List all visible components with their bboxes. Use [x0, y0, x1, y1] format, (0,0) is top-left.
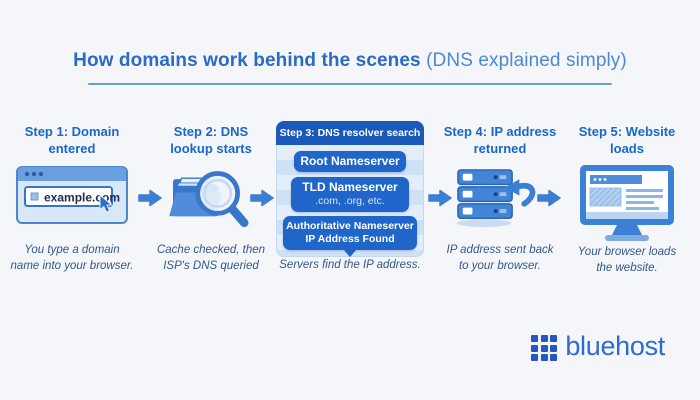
arrow-right-icon: [250, 188, 274, 213]
step-4-ip-returned: Step 4: IP address returned: [441, 124, 559, 294]
return-arrow-icon: [503, 176, 539, 217]
server-stack-icon: [455, 168, 517, 233]
title-underline: [88, 83, 612, 85]
resolver-panel: Root Nameserver TLD Nameserver .com, .or…: [276, 145, 424, 257]
cursor-icon: [99, 193, 113, 213]
bluehost-grid-icon: [531, 335, 558, 361]
step-1-heading: Step 1: Domain entered: [24, 124, 120, 156]
tld-nameserver-box: TLD Nameserver .com, .org, etc.: [291, 177, 409, 212]
authoritative-nameserver-box: Authoritative Nameserver IP Address Foun…: [283, 216, 417, 250]
callout-tail: [343, 249, 357, 257]
root-nameserver-box: Root Nameserver: [294, 151, 406, 172]
page-title: How domains work behind the scenes (DNS …: [0, 50, 700, 72]
step-5-heading: Step 5: Website loads: [578, 124, 676, 156]
step-2-dns-lookup: Step 2: DNS lookup starts Cache checked,…: [156, 124, 266, 294]
browser-window-icon: example.com: [16, 166, 128, 229]
step-4-caption: IP address sent back to your browser.: [446, 244, 554, 272]
step-1-domain-entered: Step 1: Domain entered example.com You t…: [6, 124, 138, 294]
monitor-icon: [579, 164, 675, 249]
bluehost-logo: bluehost: [531, 331, 665, 362]
step-4-heading: Step 4: IP address returned: [443, 124, 557, 156]
bluehost-logo-text: bluehost: [565, 331, 665, 361]
step-3-dns-resolver: Step 3: DNS resolver search Root Nameser…: [276, 121, 424, 291]
arrow-right-icon: [138, 188, 162, 213]
step-2-heading: Step 2: DNS lookup starts: [170, 124, 252, 156]
title-subtitle: (DNS explained simply): [426, 50, 627, 71]
step-2-caption: Cache checked, then ISP's DNS queried: [156, 244, 266, 272]
step-3-caption: Servers find the IP address.: [279, 259, 421, 271]
step-3-heading: Step 3: DNS resolver search: [276, 121, 424, 145]
step-5-caption: Your browser loads the website.: [577, 246, 677, 274]
step-5-website-loads: Step 5: Website loads: [562, 124, 692, 294]
arrow-right-icon: [537, 188, 561, 213]
title-main: How domains work behind the scenes: [73, 50, 421, 71]
folder-search-icon: [163, 163, 259, 244]
step-1-caption: You type a domain name into your browser…: [10, 244, 134, 272]
arrow-right-icon: [428, 188, 452, 213]
